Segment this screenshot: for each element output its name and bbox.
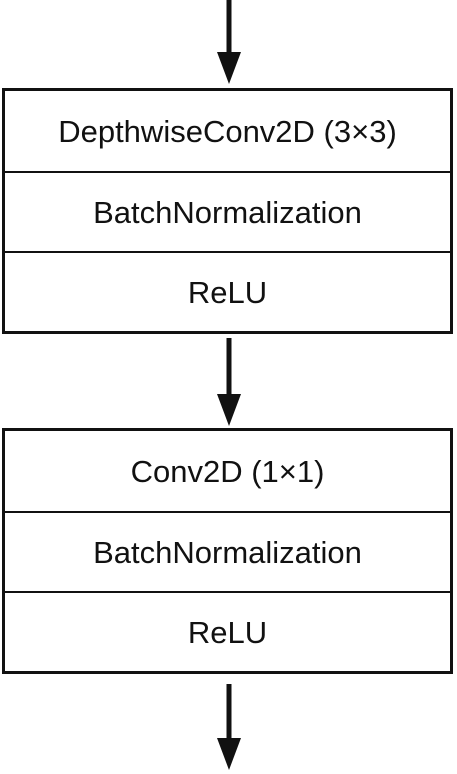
pointwise-conv-layer: Conv2D (1×1) xyxy=(130,453,325,489)
down-arrow-icon xyxy=(217,338,241,426)
down-arrow-icon xyxy=(217,684,241,770)
depthwise-conv-layer: DepthwiseConv2D (3×3) xyxy=(58,113,397,149)
relu-layer: ReLU xyxy=(5,251,450,331)
batch-normalization-layer: BatchNormalization xyxy=(5,511,450,591)
connecting-arrow xyxy=(214,338,244,428)
output-arrow xyxy=(214,684,244,772)
depthwise-block: DepthwiseConv2D (3×3) BatchNormalization… xyxy=(2,88,453,334)
relu-layer: ReLU xyxy=(5,591,450,671)
batch-normalization-layer: BatchNormalization xyxy=(5,171,450,251)
input-arrow xyxy=(214,0,244,86)
down-arrow-icon xyxy=(217,0,241,84)
pointwise-block: Conv2D (1×1) BatchNormalization ReLU xyxy=(2,428,453,674)
